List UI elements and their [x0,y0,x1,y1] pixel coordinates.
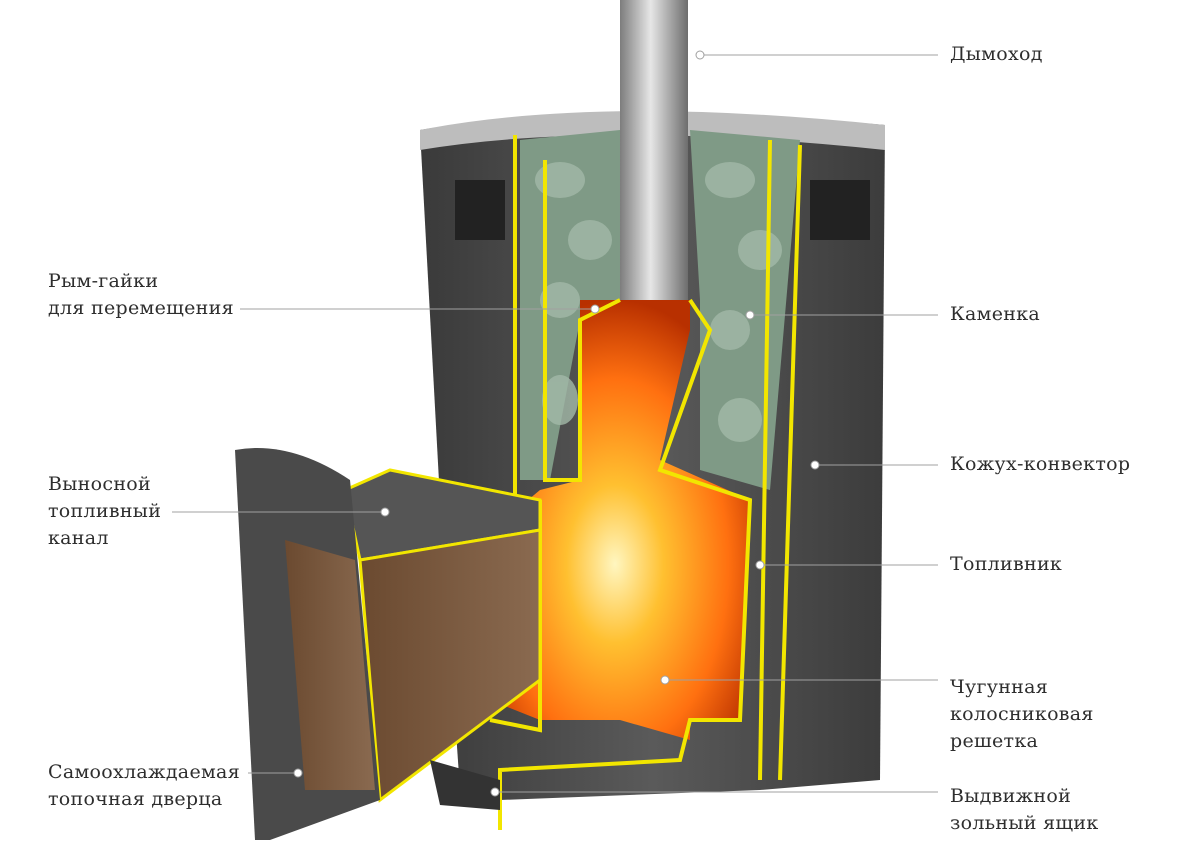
label-line: Каменка [950,303,1041,325]
label-eye-nuts: Рым-гайки для перемещения [48,268,234,322]
label-fuel-channel: Выносной топливный канал [48,471,161,552]
label-line: топливный [48,500,162,522]
label-line: Выносной [48,473,151,495]
chimney-pipe [620,0,688,300]
label-line: зольный ящик [950,812,1099,834]
label-line: Кожух-конвектор [950,453,1131,475]
label-line: канал [48,527,109,549]
fuel-channel-inner [358,528,542,803]
firebox-fire [480,300,750,740]
label-line: колосниковая [950,703,1094,725]
label-chimney: Дымоход [950,41,1043,68]
label-heater: Каменка [950,301,1040,328]
label-door: Самоохлаждаемая топочная дверца [48,759,240,813]
label-line: Топливник [950,553,1063,575]
label-line: решетка [950,730,1039,752]
label-firebox: Топливник [950,551,1062,578]
label-line: Самоохлаждаемая [48,761,240,783]
label-line: для перемещения [48,297,234,319]
label-line: Рым-гайки [48,270,159,292]
label-line: топочная дверца [48,788,223,810]
label-line: Выдвижной [950,785,1072,807]
label-line: Дымоход [950,43,1043,65]
label-convector-casing: Кожух-конвектор [950,451,1130,478]
firebox-outline [489,135,802,830]
label-grate: Чугунная колосниковая решетка [950,674,1094,755]
ash-box [430,760,500,810]
label-ash-box: Выдвижной зольный ящик [950,783,1099,837]
leader-lines [172,50,938,797]
label-line: Чугунная [950,676,1049,698]
firebox-door [235,448,380,840]
